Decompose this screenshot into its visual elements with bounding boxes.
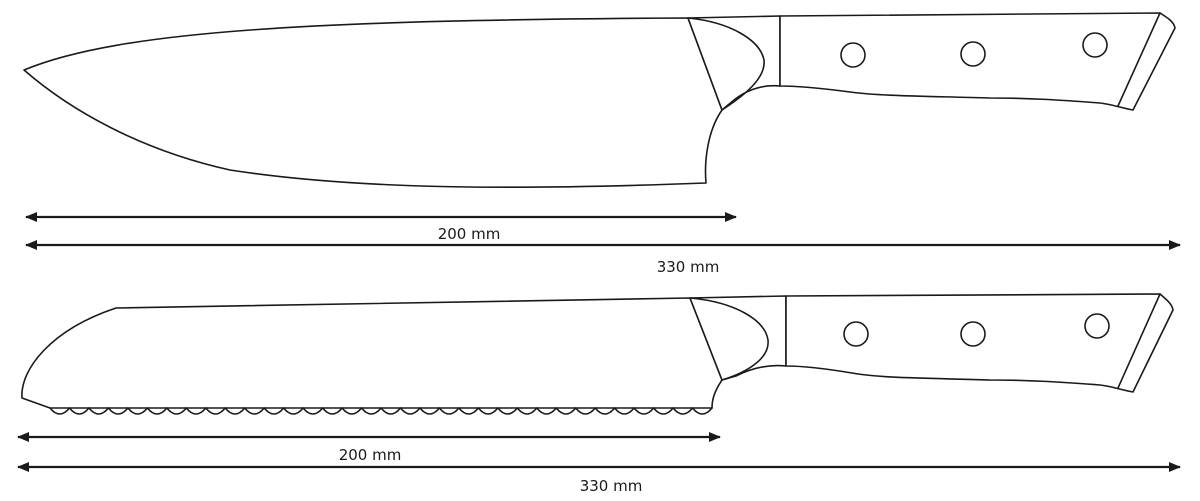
- bread-knife: [21, 293, 1174, 415]
- bread-knife-endcap-line: [1117, 293, 1161, 389]
- chef-knife-total-dimension: 330 mm: [25, 240, 1181, 276]
- chef-knife-rivet-3: [1082, 32, 1108, 58]
- chef-knife-rivet-1: [840, 42, 866, 68]
- chef-knife-blade: [23, 17, 723, 189]
- bread-knife-serrated-edge: [49, 407, 713, 415]
- chef-knife-endcap-line: [1117, 12, 1161, 107]
- bread-knife-bolster-curve: [689, 297, 769, 381]
- bread-knife-rivet-1: [843, 321, 869, 347]
- bread-knife-blade: [21, 297, 723, 409]
- bread-total-length-label: 330 mm: [580, 477, 643, 495]
- bread-knife-rivet-3: [1084, 313, 1110, 339]
- bread-knife-blade-dimension: 200 mm: [17, 432, 721, 464]
- bread-blade-length-label: 200 mm: [339, 446, 402, 464]
- bread-knife-total-dimension: 330 mm: [17, 462, 1181, 495]
- chef-knife-blade-dimension: 200 mm: [25, 212, 737, 243]
- chef-blade-length-label: 200 mm: [438, 225, 501, 243]
- bread-knife-rivet-2: [960, 321, 986, 347]
- chef-knife-rivet-2: [960, 41, 986, 67]
- chef-knife: [23, 12, 1176, 189]
- chef-total-length-label: 330 mm: [657, 258, 720, 276]
- chef-knife-bolster-curve: [687, 17, 765, 111]
